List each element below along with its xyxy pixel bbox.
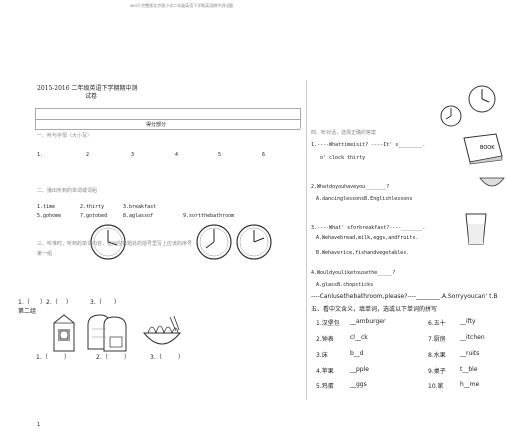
vocab-en-5[interactable]: __ggs xyxy=(350,381,367,388)
word-1: 1.time xyxy=(37,204,56,210)
clock-icon xyxy=(90,224,126,260)
group1-blank-1[interactable]: 1.（ xyxy=(18,299,30,306)
vocab-en-3[interactable]: b__d xyxy=(350,350,364,357)
vocab-cn-1: 1.汉堡包 xyxy=(316,320,340,327)
q5-text: ----Canlusethebathroom,please?----______… xyxy=(311,293,498,300)
clock-icon xyxy=(236,224,272,260)
word-3: 3.breakfast xyxy=(123,204,157,210)
vocab-cn-10: 10.家 xyxy=(428,383,444,390)
vocab-cn-4: 4.苹果 xyxy=(316,368,334,375)
q4-text: 4.Wouldyouliketousethe_____? xyxy=(311,270,396,276)
group1-close: ） xyxy=(66,299,73,306)
noodles-bowl-icon xyxy=(142,315,182,345)
vocab-en-4[interactable]: __pple xyxy=(350,366,369,373)
section1-heading: 一、听与字母（大小写） xyxy=(37,133,93,139)
word-8: 8.aglassof xyxy=(123,213,154,219)
number-6: 6 xyxy=(262,152,266,158)
group2-close-2: ） xyxy=(124,354,131,361)
vocab-cn-5: 5.鸡蛋 xyxy=(316,383,334,390)
section3-sub: 第一组 xyxy=(37,251,53,257)
clock-icon xyxy=(196,224,232,260)
number-1: 1. xyxy=(37,152,44,158)
group2-blank-2[interactable]: 2.（ xyxy=(96,354,108,361)
page-number: 1 xyxy=(37,422,41,428)
group2-close-1: ） xyxy=(64,354,71,361)
vocab-en-9[interactable]: t__ble xyxy=(460,366,478,373)
vocab-en-10[interactable]: h__me xyxy=(460,381,480,388)
group1-blank-2[interactable]: ）2.（ xyxy=(40,299,58,306)
vocab-en-8[interactable]: __ruits xyxy=(460,350,480,357)
group1-close-3: ） xyxy=(114,299,121,306)
q2-options: A.dancinglessonsB.Englishlessons xyxy=(316,196,413,202)
vocab-cn-7: 7.厨房 xyxy=(428,336,446,343)
vocab-cn-9: 9.桌子 xyxy=(428,368,446,375)
group2-label: 第二组 xyxy=(18,308,37,315)
clock-icon xyxy=(468,85,496,113)
number-2: 2 xyxy=(86,152,90,158)
column-divider xyxy=(306,80,307,400)
bread-icon xyxy=(87,314,127,352)
group2-blank-3[interactable]: 3.（ xyxy=(150,354,162,361)
vocab-cn-3: 3.床 xyxy=(316,352,328,359)
score-label: 得分部分 xyxy=(146,122,167,128)
glass-icon xyxy=(465,213,487,245)
q3-option-a: A.Wehavebread,milk,eggs,andfruits. xyxy=(316,235,419,241)
vocab-en-1[interactable]: __amburger xyxy=(350,318,386,325)
section5-heading: 五、看中文含义，填单词，选或以下单词的拼写 xyxy=(311,306,438,313)
q3-option-b: B.Wehaverice,fishandvegetables. xyxy=(316,250,410,256)
milk-carton-icon xyxy=(53,314,75,352)
vocab-en-6[interactable]: __ifty xyxy=(460,318,476,325)
vocab-en-2[interactable]: cl__ck xyxy=(350,334,368,341)
book-label: BOOK xyxy=(480,145,495,151)
q4-options: A.glassB.chopsticks xyxy=(316,282,374,288)
q3-text: 3.----What' sforbreakfast?----_______. xyxy=(311,225,426,231)
number-5: 5 xyxy=(218,152,222,158)
section2-heading: 二、播出听到的单词或词组 xyxy=(37,188,98,194)
vocab-cn-6: 6.五十 xyxy=(428,320,446,327)
number-4: 4 xyxy=(175,152,179,158)
clock-icon xyxy=(440,105,462,127)
book-icon: BOOK xyxy=(463,133,503,165)
q2-text: 2.Whatdoyouhaveyou_______? xyxy=(311,184,390,190)
section3-heading: 三、听准时，听到的单词内容，在对应答题处的括号里写上应该的序号 xyxy=(37,241,193,247)
number-3: 3 xyxy=(131,152,135,158)
vocab-cn-8: 8.水果 xyxy=(428,352,446,359)
word-2: 2.thirty xyxy=(80,204,105,210)
word-5: 5.gohome xyxy=(37,213,62,219)
vocab-cn-2: 2.钟表 xyxy=(316,336,334,343)
bowl-icon xyxy=(479,177,505,187)
group1-blank-3[interactable]: 3.（ xyxy=(90,299,102,306)
header-line: word 完整版北京版小学二年级英语下学期英语期中测试题 xyxy=(130,3,234,8)
section4-heading: 四、听对话，选择正确的答案 xyxy=(311,130,377,136)
q1-text: 1.----Whattimeisit? ----It' s________. xyxy=(311,142,426,148)
title-line2: 试卷 xyxy=(85,93,98,100)
group2-close-3: ） xyxy=(178,354,185,361)
vocab-en-7[interactable]: __itchen xyxy=(460,334,485,341)
group2-blank-1[interactable]: 1.（ xyxy=(36,354,48,361)
title-line1: 2015-2016 二年级英语下学期期中测 xyxy=(37,85,138,92)
q1-options: o' clock thirty xyxy=(320,155,366,161)
word-7: 7.gotobed xyxy=(80,213,108,219)
word-9: 9.sortthebathroom xyxy=(183,213,235,219)
